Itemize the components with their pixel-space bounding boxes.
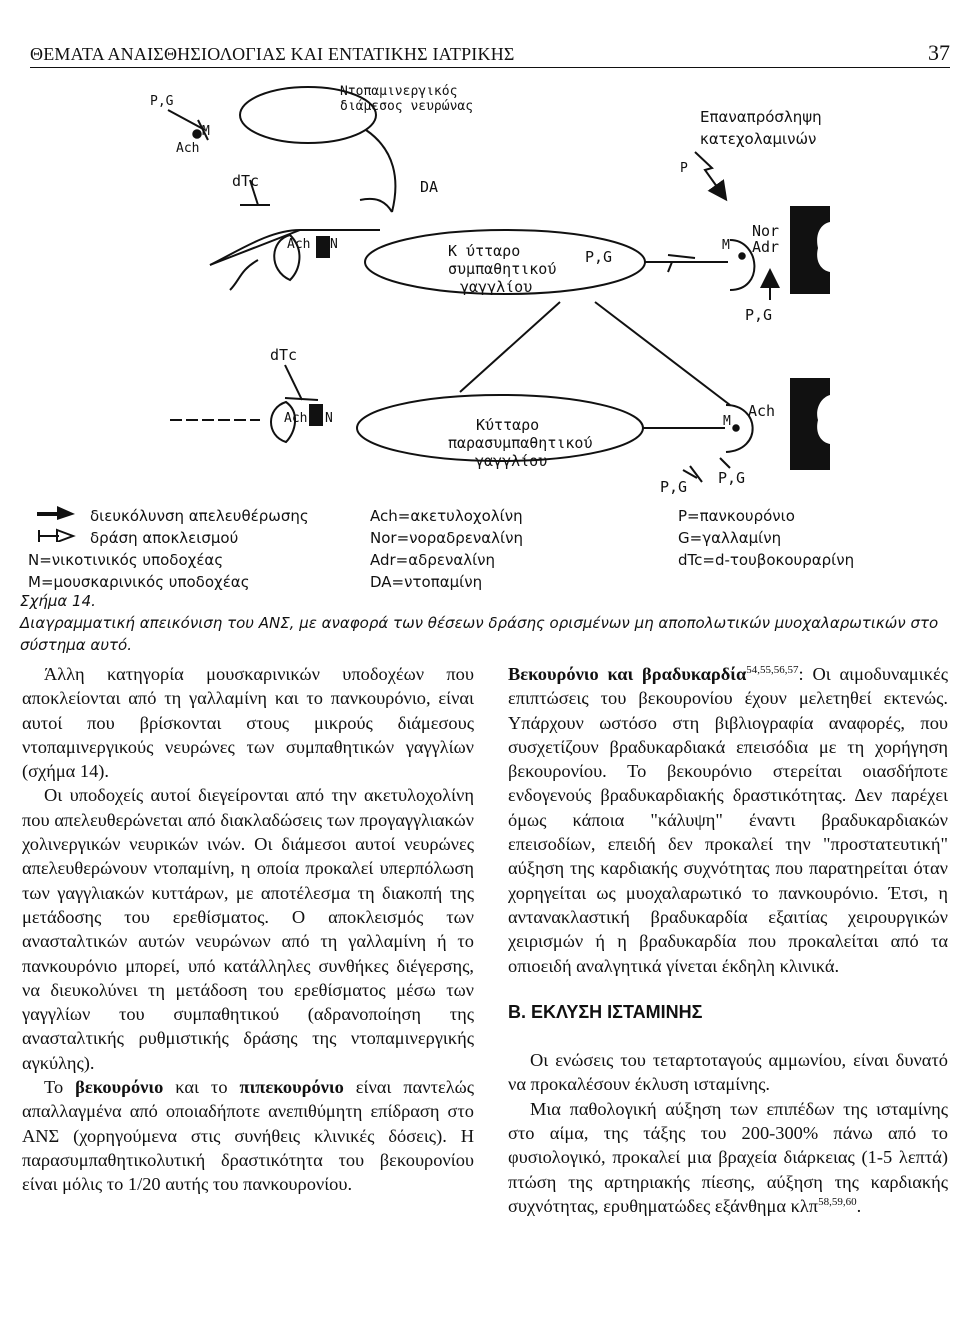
diag-label-da: DA — [420, 178, 438, 196]
paragraph: Οι ενώσεις του τεταρτοταγούς αμμωνίου, ε… — [508, 1050, 948, 1095]
sym-terminal — [729, 239, 756, 291]
diag-label-pg-mid: P,G — [585, 248, 612, 266]
diag-parasympathetic-line1: Κύτταρο — [476, 416, 539, 434]
ans-diagram: P,G M Ach dTc DA Ντοπαμινεργικός διάμεσο… — [150, 84, 830, 496]
diag-label-ach-top: Ach — [176, 141, 199, 156]
diag-interneuron-line2: διάμεσος νευρώνας — [340, 99, 473, 114]
diag-label-pg-bottom-left: P,G — [660, 478, 687, 496]
diag-label-p-reuptake: P — [680, 161, 688, 176]
diag-label-dtc-mid: dTc — [270, 346, 297, 364]
diag-reuptake-line1: Επαναπρόσληψη — [700, 108, 822, 126]
interneuron-cell — [239, 86, 377, 144]
page-number: 37 — [928, 40, 950, 65]
diag-sympathetic-line1: Κ ύτταρο — [448, 242, 520, 260]
paragraph: Βεκουρόνιο και βραδυκαρδία54,55,56,57: Ο… — [508, 662, 948, 978]
diag-label-pg-target: P,G — [745, 306, 772, 324]
legend-item: Ach=ακετυλοχολίνη — [370, 507, 523, 525]
interneuron-axon — [365, 129, 397, 213]
bold-term: πιπεκουρόνιο — [239, 1077, 344, 1098]
section-heading: Β. ΕΚΛΥΣΗ ΙΣΤΑΜΙΝΗΣ — [508, 1001, 703, 1022]
diag-parasympathetic-line2: παρασυμπαθητικού — [448, 434, 593, 452]
muscarinic-receptor-bottom — [732, 424, 740, 432]
legend-item: DA=ντοπαμίνη — [370, 573, 483, 591]
paragraph: Οι υποδοχείς αυτοί διεγείρονται από την … — [22, 785, 474, 1073]
text-run: και το — [163, 1077, 240, 1098]
diag-label-m-top: M — [202, 124, 210, 139]
running-header: ΘΕΜΑΤΑ ΑΝΑΙΣΘΗΣΙΟΛΟΓΙΑΣ ΚΑΙ ΕΝΤΑΤΙΚΗΣ ΙΑ… — [30, 40, 950, 70]
figure-caption-text: Διαγραμματική απεικόνιση του ΑΝΣ, με ανα… — [20, 614, 939, 654]
legend-item: N=νικοτινικός υποδοχέας — [28, 551, 224, 569]
diag-label-dtc-top: dTc — [232, 172, 259, 190]
text-run: . — [856, 1195, 862, 1216]
text-run: : — [798, 664, 813, 684]
figure-caption: Σχήμα 14. Διαγραμματική απεικόνιση του Α… — [20, 590, 950, 656]
dtc-blocker-mid — [284, 364, 303, 401]
diag-label-nor: Nor — [752, 222, 779, 240]
diag-label-ach-ganglion: Ach — [287, 237, 310, 252]
diag-reuptake-line2: κατεχολαμινών — [700, 130, 816, 148]
legend-item: M=μουσκαρινικός υποδοχέας — [28, 573, 250, 591]
paragraph: Το βεκουρόνιο και το πιπεκουρόνιο είναι … — [22, 1075, 474, 1196]
connector-line-3 — [209, 229, 301, 266]
block-arrow-icon — [38, 528, 76, 542]
pg-blocker-top — [167, 109, 206, 131]
text-run: Οι αιμοδυναμικές επιπτώσεις του βεκουρον… — [508, 664, 948, 976]
left-column: Άλλη κατηγορία μουσκαρινικών υποδοχέων π… — [22, 662, 474, 1197]
reference-superscript: 54,55,56,57 — [746, 663, 799, 676]
ganglion-synapse-para — [270, 400, 296, 444]
legend-item: Nor=νοραδρεναλίνη — [370, 529, 524, 547]
muscarinic-receptor-top — [192, 129, 202, 139]
dtc-blocker-top — [249, 179, 259, 206]
sym-effector-organ — [790, 206, 830, 294]
reference-superscript: 58,59,60 — [818, 1195, 857, 1208]
diag-label-m-bottom: M — [723, 414, 731, 429]
nicotinic-receptor-para — [309, 404, 323, 426]
legend-drugs: P=πανκουρόνιο G=γαλλαμίνη dTc=d-τουβοκου… — [678, 505, 854, 571]
diag-sympathetic-line2: συμπαθητικού — [448, 260, 556, 278]
diag-label-pg-bottom-right: P,G — [718, 469, 745, 487]
legend: διευκόλυνση απελευθέρωσης δράση αποκλεισ… — [28, 505, 309, 593]
diag-parasympathetic-line3: γαγγλίου — [475, 452, 547, 470]
diag-label-adr: Adr — [752, 238, 779, 256]
muscarinic-receptor-target — [738, 252, 746, 260]
diag-label-m-target: M — [722, 238, 730, 253]
legend-abbreviations: Ach=ακετυλοχολίνη Nor=νοραδρεναλίνη Adr=… — [370, 505, 523, 593]
ganglion-synapse-top — [273, 233, 301, 282]
connector-line-2 — [594, 301, 731, 406]
paragraph: Μια παθολογική αύξηση των επιπέδων της ι… — [508, 1097, 948, 1218]
para-terminal — [725, 404, 754, 453]
text-run: είναι παντελώς απαλλαγμένα από οποιαδήπο… — [22, 1077, 475, 1195]
running-title: ΘΕΜΑΤΑ ΑΝΑΙΣΘΗΣΙΟΛΟΓΙΑΣ ΚΑΙ ΕΝΤΑΤΙΚΗΣ ΙΑ… — [30, 44, 515, 64]
diag-label-n-ganglion: N — [330, 237, 338, 252]
legend-item: G=γαλλαμίνη — [678, 529, 782, 547]
connector-line-1 — [459, 301, 561, 393]
legend-item: δράση αποκλεισμού — [90, 529, 239, 547]
header-rule — [30, 67, 950, 68]
text-run: Μια παθολογική αύξηση των επιπέδων της ι… — [508, 1098, 948, 1216]
legend-item: P=πανκουρόνιο — [678, 507, 795, 525]
diag-interneuron-line1: Ντοπαμινεργικός — [340, 84, 457, 99]
para-effector-organ — [790, 378, 830, 470]
facilitation-arrow-icon — [37, 506, 75, 520]
right-column: Βεκουρόνιο και βραδυκαρδία54,55,56,57: Ο… — [508, 662, 948, 1218]
runin-heading: Βεκουρόνιο και βραδυκαρδία — [508, 664, 747, 684]
legend-item: Adr=αδρεναλίνη — [370, 551, 496, 569]
diag-label-n-para: N — [325, 411, 333, 426]
text-run: Το — [44, 1077, 76, 1098]
da-terminal — [359, 197, 393, 213]
bold-term: βεκουρόνιο — [75, 1077, 164, 1098]
legend-item: dTc=d-τουβοκουραρίνη — [678, 551, 855, 569]
nicotinic-receptor-top — [316, 236, 330, 258]
legend-item: διευκόλυνση απελευθέρωσης — [90, 507, 309, 525]
diag-sympathetic-line3: γαγγλίου — [460, 278, 532, 296]
diag-label-pg-top: P,G — [150, 94, 174, 109]
reuptake-arrow — [694, 151, 728, 202]
diag-label-ach-bottom: Ach — [748, 402, 775, 420]
diag-label-ach-para: Ach — [284, 411, 307, 426]
figure-label: Σχήμα 14. — [20, 592, 96, 610]
paragraph: Άλλη κατηγορία μουσκαρινικών υποδοχέων π… — [22, 664, 474, 782]
